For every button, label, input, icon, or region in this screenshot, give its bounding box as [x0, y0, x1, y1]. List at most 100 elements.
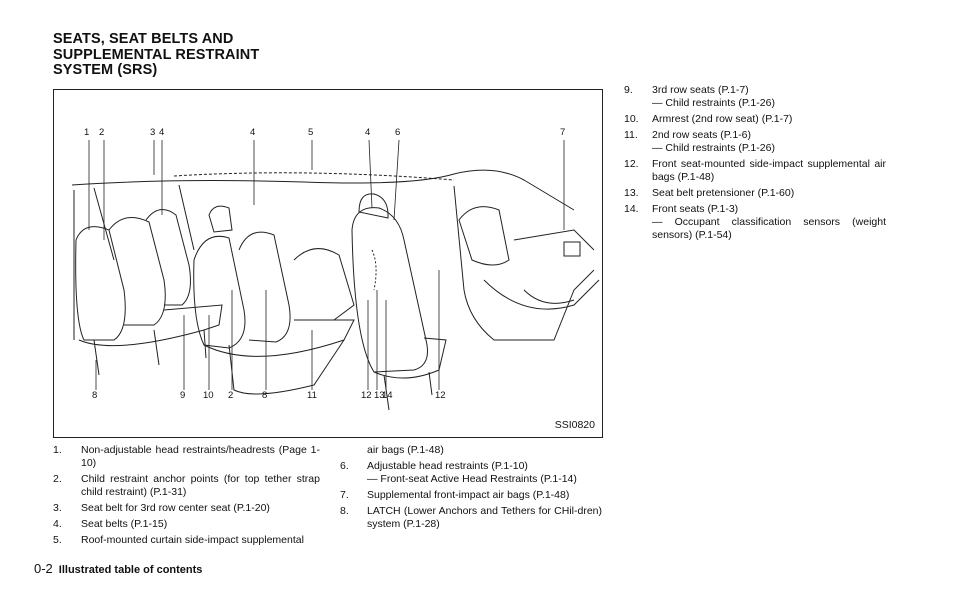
item-text: Supplemental front-impact air bags (P.1-… — [367, 489, 570, 501]
callout-bottom-2: 2 — [228, 390, 233, 401]
callout-top-3: 3 — [150, 127, 155, 138]
third-row-seat-left — [75, 226, 126, 341]
title-line-1: SEATS, SEAT BELTS AND — [53, 31, 234, 47]
callout-top-6: 6 — [395, 127, 400, 138]
second-row-seat-left — [193, 235, 246, 349]
second-row-seat-right — [238, 231, 291, 343]
figure-code: SSI0820 — [554, 419, 595, 431]
third-row-cushion — [78, 304, 223, 347]
item-number: 5. — [53, 534, 62, 546]
front-seat-headrest — [358, 193, 389, 219]
callout-top-1: 1 — [84, 127, 89, 138]
item-text: Adjustable head restraints (P.1-10) — [367, 460, 528, 472]
item-text: Front seats (P.1-3) — [652, 203, 739, 215]
item-number: 8. — [340, 505, 349, 517]
callout-bottom-12a: 12 — [361, 390, 372, 401]
item-number: 3. — [53, 502, 62, 514]
item-number: 2. — [53, 473, 62, 485]
list-item: 1. Non-adjustable head restraints/headre… — [53, 444, 320, 470]
second-row-console — [293, 248, 355, 321]
item-text: Front seat-mounted side-impact supplemen… — [652, 158, 886, 183]
curtain-airbag-outline — [173, 172, 455, 181]
item-number: 4. — [53, 518, 62, 530]
vehicle-interior-drawing: 1 2 3 4 4 5 4 6 7 8 9 10 2 8 11 12 13 14… — [71, 127, 600, 411]
callout-top-4a: 4 — [159, 127, 164, 138]
item-number: 11. — [624, 129, 638, 141]
list-item: 6. Adjustable head restraints (P.1-10) —… — [340, 460, 602, 486]
item-text: 3rd row seats (P.1-7) — [652, 84, 749, 96]
item-text: Seat belts (P.1-15) — [81, 518, 168, 530]
callout-bottom-8a: 8 — [92, 390, 97, 401]
item-text: Roof-mounted curtain side-impact supplem… — [81, 534, 304, 546]
list-item: 9. 3rd row seats (P.1-7) — Child restrai… — [624, 84, 886, 110]
door-panel — [483, 279, 600, 310]
title-line-3: SYSTEM (SRS) — [53, 62, 158, 78]
list-item: 7. Supplemental front-impact air bags (P… — [340, 489, 602, 502]
item-text: Non-adjustable head restraints/headrests… — [81, 444, 320, 469]
item-number: 14. — [624, 203, 639, 215]
list-item: 10. Armrest (2nd row seat) (P.1-7) — [624, 113, 886, 126]
second-row-base — [228, 339, 345, 395]
item-text: Seat belt pretensioner (P.1-60) — [652, 187, 795, 199]
legend-list-right: 9. 3rd row seats (P.1-7) — Child restrai… — [624, 84, 886, 245]
item-number: 13. — [624, 187, 639, 199]
callout-top-2: 2 — [99, 127, 104, 138]
list-item: 14. Front seats (P.1-3) — Occupant class… — [624, 203, 886, 242]
item-subtext: — Child restraints (P.1-26) — [652, 142, 775, 154]
callout-bottom-13: 13 — [374, 390, 385, 401]
dashboard-outline — [453, 185, 595, 341]
legend-list-left: 1. Non-adjustable head restraints/headre… — [53, 444, 320, 550]
callout-top-5: 5 — [308, 127, 313, 138]
callout-bottom-10: 10 — [203, 390, 214, 401]
title-line-2: SUPPLEMENTAL RESTRAINT — [53, 46, 260, 63]
list-item: 2. Child restraint anchor points (for to… — [53, 473, 320, 499]
list-item: 3. Seat belt for 3rd row center seat (P.… — [53, 502, 320, 515]
legend-list-middle: air bags (P.1-48) 6. Adjustable head res… — [340, 444, 602, 534]
item-text: Child restraint anchor points (for top t… — [81, 473, 320, 498]
callout-top-4b: 4 — [250, 127, 255, 138]
list-item: 4. Seat belts (P.1-15) — [53, 518, 320, 531]
third-row-seat-middle — [108, 217, 166, 326]
page-number: 0-2 — [34, 561, 53, 576]
list-item: 8. LATCH (Lower Anchors and Tethers for … — [340, 505, 602, 531]
third-row-legs — [93, 329, 207, 376]
item-text: Armrest (2nd row seat) (P.1-7) — [652, 113, 793, 125]
third-row-seat-right — [145, 209, 191, 306]
item-body: 2nd row seats (P.1-6) — Child restraints… — [652, 129, 886, 155]
dash-details — [513, 229, 595, 304]
item-body: Front seats (P.1-3) — Occupant classific… — [652, 203, 886, 242]
page-footer: 0-2 Illustrated table of contents — [34, 561, 202, 576]
second-row-cushion — [203, 319, 355, 357]
page-title: SEATS, SEAT BELTS AND SUPPLEMENTAL RESTR… — [53, 31, 353, 79]
steering-wheel — [458, 206, 510, 266]
callout-bottom-9: 9 — [180, 390, 185, 401]
list-item: 5. Roof-mounted curtain side-impact supp… — [53, 534, 320, 547]
list-item: 12. Front seat-mounted side-impact suppl… — [624, 158, 886, 184]
callout-top-4c: 4 — [365, 127, 370, 138]
front-seat-back — [351, 207, 428, 373]
callout-bottom-14: 14 — [382, 390, 393, 401]
front-side-airbag — [371, 249, 377, 291]
item-number: 12. — [624, 158, 639, 170]
roof-outline — [71, 169, 575, 211]
item-continuation: air bags (P.1-48) — [367, 444, 444, 456]
list-item: 11. 2nd row seats (P.1-6) — Child restra… — [624, 129, 886, 155]
list-item: 13. Seat belt pretensioner (P.1-60) — [624, 187, 886, 200]
front-seat-cushion — [373, 337, 447, 379]
interior-illustration: 1 2 3 4 4 5 4 6 7 8 9 10 2 8 11 12 13 14… — [53, 89, 603, 438]
item-subtext: — Occupant classification sensors (weigh… — [652, 216, 886, 241]
item-body: Adjustable head restraints (P.1-10) — Fr… — [367, 460, 602, 486]
front-seat-rails — [383, 371, 433, 411]
item-number: 7. — [340, 489, 349, 501]
item-text: 2nd row seats (P.1-6) — [652, 129, 752, 141]
callout-bottom-8b: 8 — [262, 390, 267, 401]
item-text: LATCH (Lower Anchors and Tethers for CHi… — [367, 505, 602, 530]
second-row-headrest-left — [208, 205, 233, 233]
callout-bottom-12b: 12 — [435, 390, 446, 401]
item-subtext: — Child restraints (P.1-26) — [652, 97, 775, 109]
item-subtext: — Front-seat Active Head Restraints (P.1… — [367, 473, 577, 485]
section-title: Illustrated table of contents — [58, 564, 203, 576]
callout-top-7: 7 — [560, 127, 565, 138]
callout-bottom-11: 11 — [307, 390, 317, 401]
item-number: 1. — [53, 444, 62, 456]
